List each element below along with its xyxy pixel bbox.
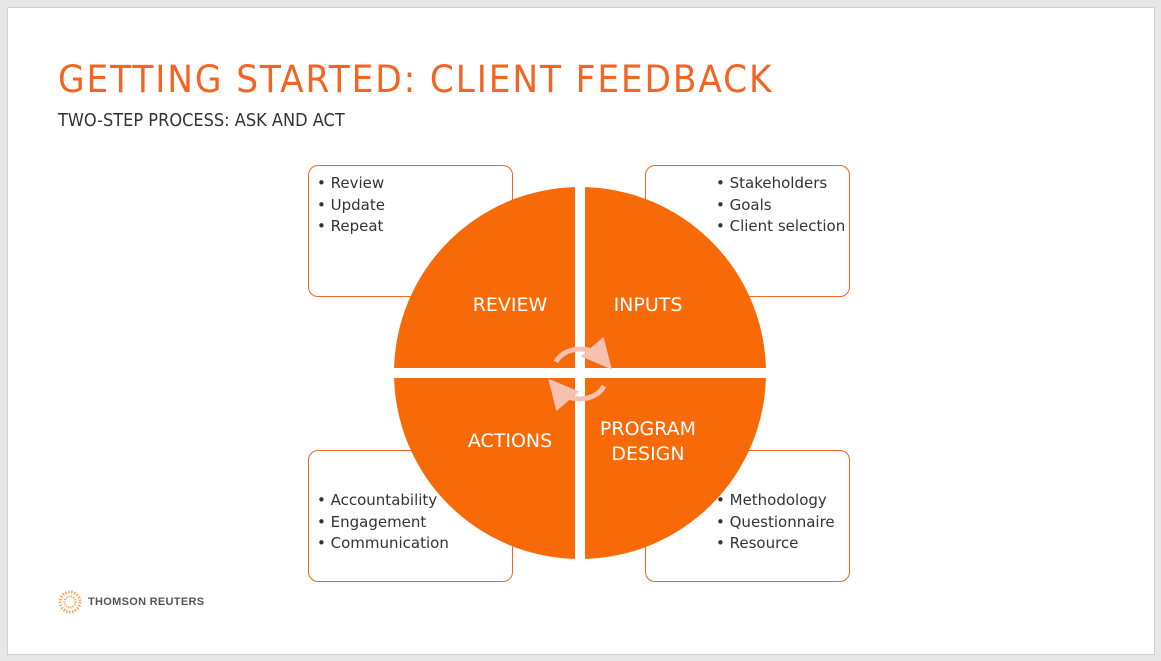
list-item: Resource <box>716 533 835 555</box>
list-item: Questionnaire <box>716 512 835 534</box>
label-line: DESIGN <box>611 443 685 465</box>
cycle-arrows-icon <box>548 336 612 412</box>
label-line: PROGRAM <box>599 418 697 440</box>
logo-text: THOMSON REUTERS <box>88 596 205 608</box>
list-item: Methodology <box>716 490 835 512</box>
quadrant-label-inputs: INPUTS <box>613 294 683 316</box>
slide-subtitle: TWO-STEP PROCESS: ASK AND ACT <box>58 110 345 131</box>
list-item: Repeat <box>317 216 385 238</box>
list-item: Client selection <box>716 216 846 238</box>
quadrant-label-program-design: PROGRAM DESIGN <box>578 417 718 467</box>
thomson-reuters-sphere-icon <box>58 590 82 614</box>
horizontal-divider <box>385 368 775 378</box>
thomson-reuters-logo: THOMSON REUTERS <box>58 590 204 614</box>
list-item: Update <box>317 195 385 217</box>
slide-title: GETTING STARTED: CLIENT FEEDBACK <box>58 58 774 101</box>
quadrant-label-review: REVIEW <box>472 294 548 316</box>
quadrant-label-actions: ACTIONS <box>467 430 553 452</box>
list-item: Stakeholders <box>716 173 845 195</box>
list-item: Engagement <box>317 512 449 534</box>
list-item: Goals <box>716 195 845 217</box>
list-item: Accountability <box>317 490 449 512</box>
list-item: Review <box>317 173 385 195</box>
list-item: Communication <box>317 533 449 555</box>
